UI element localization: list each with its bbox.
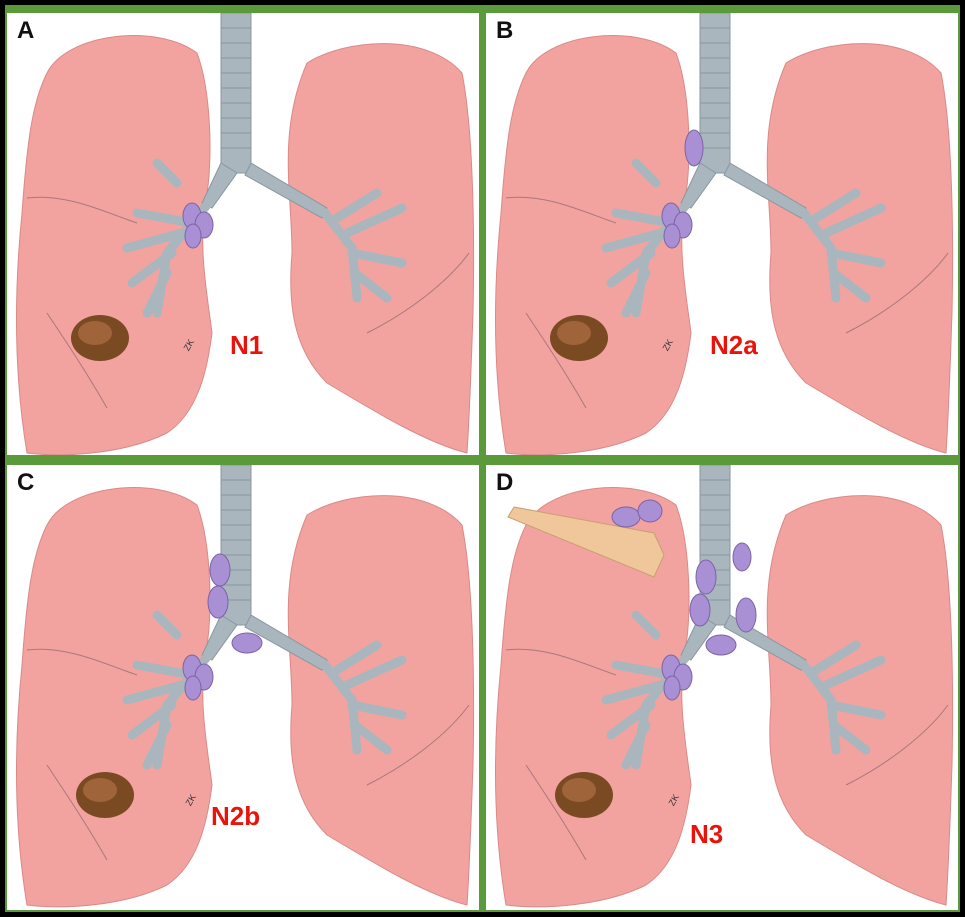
lung-diagram-b	[486, 13, 958, 455]
stage-label: N2b	[211, 801, 260, 832]
right-lung	[496, 36, 691, 455]
panel-letter: B	[496, 17, 513, 45]
panel-letter: A	[17, 17, 34, 45]
panel-letter: C	[17, 469, 34, 497]
left-lung	[288, 44, 473, 453]
panel-c: C N2b ZK	[7, 465, 479, 910]
stage-label: N1	[230, 330, 263, 361]
tumor	[555, 772, 613, 818]
lung-diagram-c	[7, 465, 479, 910]
left-lung	[767, 496, 952, 905]
panel-a: A N1 ZK	[7, 13, 479, 455]
panel-b: B N2a ZK	[486, 13, 958, 455]
right-lung	[17, 36, 212, 455]
tumor	[76, 772, 134, 818]
panel-d: D N3 ZK	[486, 465, 958, 910]
left-lung	[288, 496, 473, 905]
stage-label: N3	[690, 819, 723, 850]
tumor	[71, 315, 129, 361]
tumor	[550, 315, 608, 361]
panel-letter: D	[496, 469, 513, 497]
figure-stage: A N1 ZK	[5, 5, 960, 912]
right-lung	[17, 488, 212, 907]
lung-diagram-a	[7, 13, 479, 455]
stage-label: N2a	[710, 330, 758, 361]
left-lung	[767, 44, 952, 453]
